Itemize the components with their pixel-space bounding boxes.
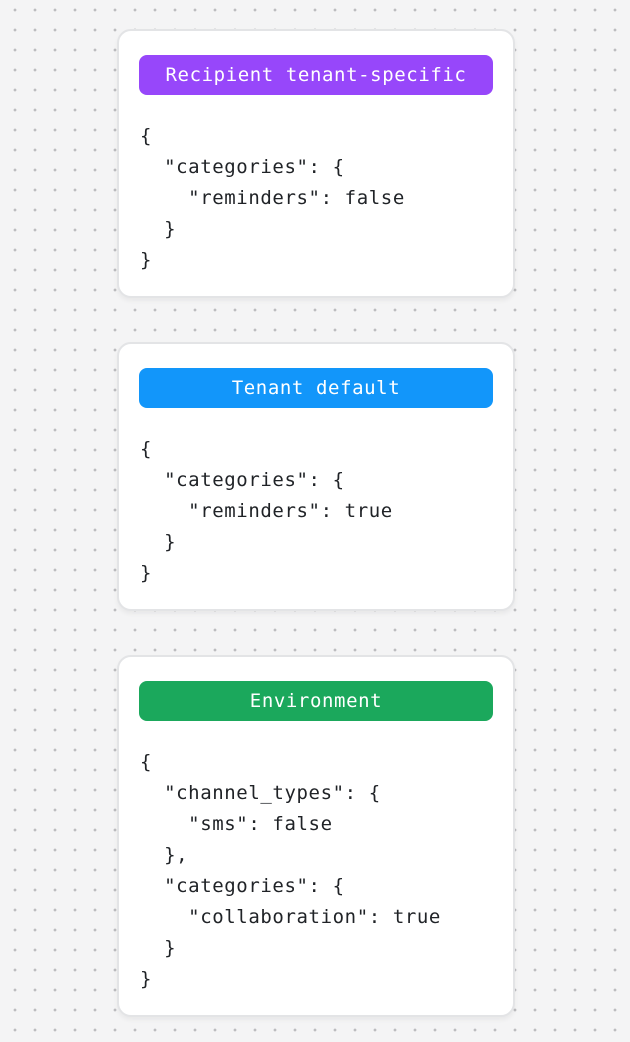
recipient-tenant-specific-code: { "categories": { "reminders": false } } bbox=[140, 125, 405, 271]
tenant-default-badge: Tenant default bbox=[139, 368, 493, 408]
card-environment: Environment { "channel_types": { "sms": … bbox=[117, 655, 515, 1017]
tenant-default-code: { "categories": { "reminders": true } } bbox=[140, 438, 393, 584]
preference-layers-stack: Recipient tenant-specific { "categories"… bbox=[117, 29, 515, 1017]
card-tenant-default: Tenant default { "categories": { "remind… bbox=[117, 342, 515, 611]
environment-code: { "channel_types": { "sms": false }, "ca… bbox=[140, 751, 441, 990]
card-recipient-tenant-specific: Recipient tenant-specific { "categories"… bbox=[117, 29, 515, 298]
recipient-tenant-specific-badge: Recipient tenant-specific bbox=[139, 55, 493, 95]
environment-badge: Environment bbox=[139, 681, 493, 721]
